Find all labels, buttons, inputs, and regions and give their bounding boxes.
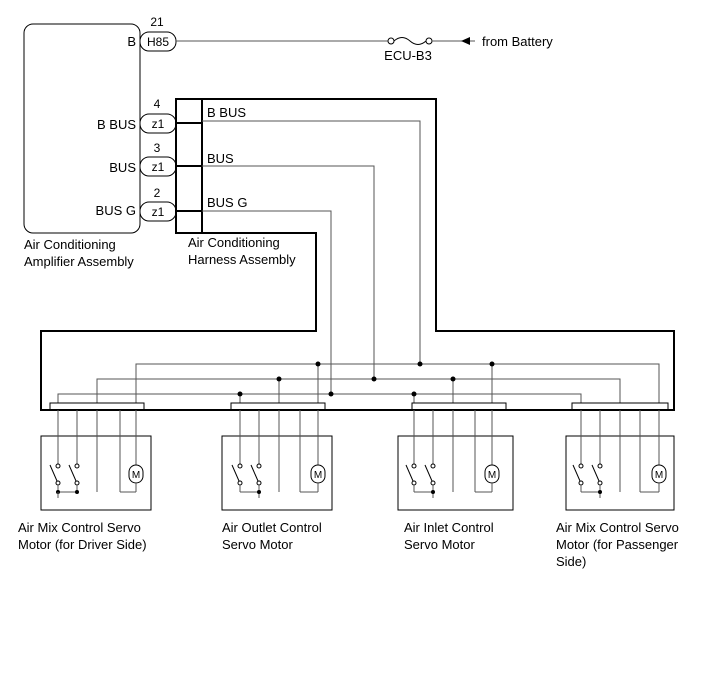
- switch-contact: [430, 463, 436, 469]
- switch-contact: [55, 480, 61, 486]
- motor-box: [397, 435, 514, 511]
- harness-assembly-outline: [40, 98, 675, 411]
- junction-dot: [75, 490, 79, 494]
- switch-contact: [74, 480, 80, 486]
- terminal-label-bus: BUS: [109, 160, 136, 175]
- junction-dot: [431, 490, 435, 494]
- motor-connector: [230, 402, 326, 411]
- switch-contact: [411, 480, 417, 486]
- switch-arm-icon: [49, 464, 58, 482]
- junction-dot: [450, 376, 456, 382]
- switch-arm-icon: [231, 464, 240, 482]
- junction-dot: [276, 376, 282, 382]
- switch-contact: [411, 463, 417, 469]
- switch-contact: [256, 463, 262, 469]
- wire-label-bus-g: BUS G: [207, 195, 247, 210]
- motor-box: [221, 435, 333, 511]
- servo-motor-driver-side: M: [40, 402, 152, 511]
- junction-dot: [411, 391, 417, 397]
- connector-label-z1-pin3: z1: [152, 160, 165, 174]
- fuse-terminal-left: [387, 37, 395, 45]
- switch-arm-icon: [572, 464, 581, 482]
- switch-arm-icon: [591, 464, 600, 482]
- fuse-element: [393, 37, 427, 45]
- junction-dot: [237, 391, 243, 397]
- terminal-label-bus-g: BUS G: [96, 203, 136, 218]
- terminal-label-b: B: [127, 34, 136, 49]
- connector-label-z1-pin4: z1: [152, 117, 165, 131]
- motor-label-passenger-line2: Motor (for Passenger: [556, 537, 679, 552]
- motor-box: [40, 435, 152, 511]
- wire-b-bus: [202, 120, 421, 364]
- amplifier-assembly-box: [23, 23, 141, 234]
- motor-label-passenger-line3: Side): [556, 554, 586, 569]
- junction-dot: [257, 490, 261, 494]
- battery-arrow-icon: [461, 37, 470, 45]
- servo-motor-inlet: M: [397, 402, 514, 511]
- connector-label-h85: H85: [147, 35, 169, 49]
- motor-connector: [411, 402, 507, 411]
- pin-number-2: 2: [154, 186, 161, 200]
- dist-line-bus-g: [57, 393, 582, 403]
- junction-dot: [371, 376, 377, 382]
- switch-contact: [578, 463, 584, 469]
- pin-number-4: 4: [154, 97, 161, 111]
- dist-line-b-bus: [135, 363, 660, 403]
- switch-contact: [237, 480, 243, 486]
- junction-dot: [417, 361, 423, 367]
- motor-label-driver-line2: Motor (for Driver Side): [18, 537, 147, 552]
- pin-number-3: 3: [154, 141, 161, 155]
- amplifier-name-line2: Amplifier Assembly: [24, 254, 134, 269]
- switch-contact: [55, 463, 61, 469]
- motor-label-inlet-line1: Air Inlet Control: [404, 520, 494, 535]
- wire-bus: [202, 165, 375, 379]
- junction-dot: [598, 490, 602, 494]
- switch-arm-icon: [405, 464, 414, 482]
- motor-label-outlet-line1: Air Outlet Control: [222, 520, 322, 535]
- motor-symbol: M: [655, 470, 663, 481]
- switch-contact: [597, 463, 603, 469]
- switch-arm-icon: [250, 464, 259, 482]
- harness-name-line2: Harness Assembly: [188, 252, 296, 267]
- harness-name-line1: Air Conditioning: [188, 235, 280, 250]
- connector-label-z1-pin2: z1: [152, 205, 165, 219]
- dist-line-bus: [96, 378, 621, 403]
- junction-dot: [315, 361, 321, 367]
- motor-label-inlet-line2: Servo Motor: [404, 537, 475, 552]
- pin-number-21: 21: [150, 15, 164, 29]
- junction-dot: [489, 361, 495, 367]
- motor-label-outlet-line2: Servo Motor: [222, 537, 293, 552]
- servo-motor-outlet: M: [221, 402, 333, 511]
- wire-bus-g: [202, 210, 332, 394]
- motor-connector: [571, 402, 669, 411]
- motor-symbol: M: [132, 470, 140, 481]
- junction-dot: [328, 391, 334, 397]
- battery-label: from Battery: [482, 34, 553, 49]
- motor-symbol: M: [488, 470, 496, 481]
- switch-contact: [430, 480, 436, 486]
- wire-label-b-bus: B BUS: [207, 105, 246, 120]
- amplifier-name-line1: Air Conditioning: [24, 237, 116, 252]
- switch-contact: [578, 480, 584, 486]
- motor-symbol: M: [314, 470, 322, 481]
- switch-contact: [597, 480, 603, 486]
- servo-motor-passenger-side: M: [565, 402, 675, 511]
- switch-arm-icon: [68, 464, 77, 482]
- switch-contact: [74, 463, 80, 469]
- motor-connector: [49, 402, 145, 411]
- fuse-terminal-right: [425, 37, 433, 45]
- switch-contact: [256, 480, 262, 486]
- terminal-label-b-bus: B BUS: [97, 117, 136, 132]
- switch-arm-icon: [424, 464, 433, 482]
- motor-label-passenger-line1: Air Mix Control Servo: [556, 520, 679, 535]
- fuse-label: ECU-B3: [384, 48, 432, 63]
- wire-label-bus: BUS: [207, 151, 234, 166]
- motor-label-driver-line1: Air Mix Control Servo: [18, 520, 141, 535]
- switch-contact: [237, 463, 243, 469]
